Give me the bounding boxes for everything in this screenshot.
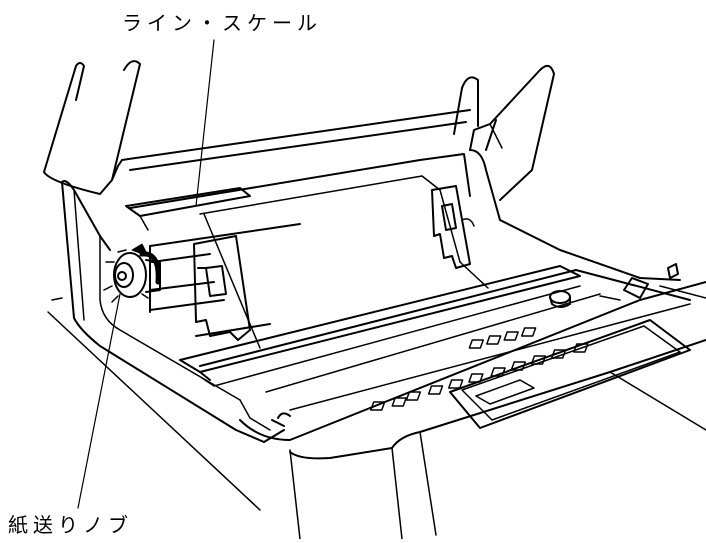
printer-base [48,282,706,539]
leader-lines [78,40,214,508]
printer-body [62,120,680,442]
platen-assembly [150,224,600,392]
paper-area [130,154,488,348]
control-panel [371,320,690,428]
line-scale-leader [196,40,214,206]
line-scale [126,188,250,230]
front-cover [200,270,690,426]
paper-feed-knob-label: 紙送りノブ [8,513,133,537]
right-lid-parts [600,264,678,300]
paper-feed-knob-leader [78,294,120,508]
left-tractor [194,236,250,340]
paper-feed-knob-illustration [104,244,160,302]
line-scale-label: ライン・スケール [122,11,322,35]
top-cover [44,61,554,200]
control-buttons [371,328,588,410]
right-tractor [432,186,474,268]
